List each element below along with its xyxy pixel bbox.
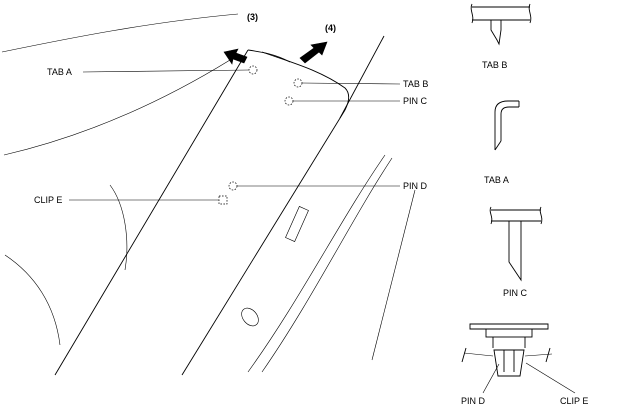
body-panel-edge-2 — [261, 157, 393, 373]
body-panel-edge-3 — [371, 189, 416, 361]
body-panel-right — [524, 353, 553, 357]
trim-hole — [241, 307, 259, 327]
detail-pin-d-clip-e: PIN D CLIP E — [461, 323, 588, 406]
pin-c-profile — [508, 221, 522, 282]
arrow-step-4 — [299, 41, 328, 64]
pin-d-shaft — [503, 350, 515, 372]
callout-clip-e: CLIP E — [34, 195, 62, 205]
detail-clip-e-label: CLIP E — [560, 396, 588, 406]
body-panel-break-left — [461, 347, 467, 363]
arrow-step-3 — [223, 48, 248, 65]
pillar-top-edge — [247, 49, 291, 63]
panel-break-left — [489, 206, 493, 225]
clip-e-marker — [218, 195, 228, 205]
leader-tab-b — [301, 82, 401, 85]
tab-b-marker — [293, 78, 303, 88]
pin-c-marker — [284, 96, 294, 106]
leader-tab-a — [82, 69, 250, 73]
tab-a-marker — [248, 65, 258, 75]
tab-a-tip — [494, 140, 502, 151]
body-panel-left — [463, 352, 494, 357]
roof-curve-upper — [1, 13, 239, 53]
callout-pin-c: PIN C — [403, 96, 428, 106]
clip-neck — [492, 337, 526, 348]
trim-flange — [469, 323, 549, 330]
body-panel-break-right — [545, 347, 551, 363]
callout-tab-a: TAB A — [47, 67, 72, 77]
main-view: (3) (4) TAB A TAB B PIN C PIN D CLIP E — [1, 12, 428, 376]
pin-d-marker — [228, 181, 238, 191]
door-curve — [4, 254, 61, 346]
panel-break-left — [470, 3, 474, 24]
tab-b-profile — [490, 20, 502, 46]
detail-tab-a: TAB A — [484, 100, 520, 185]
tab-a-profile-inner — [500, 106, 519, 141]
panel-break-right — [539, 206, 543, 225]
leader-clip-e-detail — [525, 362, 576, 394]
pillar-right-edge — [181, 109, 346, 376]
pillar-left-edge — [54, 49, 249, 376]
panel-break-right — [528, 3, 532, 24]
roof-curve-lower — [3, 59, 231, 156]
detail-pin-d-label: PIN D — [461, 396, 486, 406]
clip-head — [485, 328, 533, 338]
detail-tab-b-label: TAB B — [482, 60, 507, 70]
step-label: (3) — [247, 12, 258, 22]
callout-pin-d: PIN D — [403, 181, 428, 191]
leader-pin-d-detail — [482, 363, 500, 394]
trim-slot — [285, 206, 309, 242]
detail-tab-a-label: TAB A — [484, 175, 509, 185]
detail-tab-b: TAB B — [470, 3, 532, 70]
inner-curve — [109, 184, 128, 271]
detail-pin-c-label: PIN C — [503, 288, 528, 298]
glass-edge — [339, 35, 385, 119]
callout-tab-b: TAB B — [403, 79, 428, 89]
clip-body — [493, 349, 525, 377]
step-label: (4) — [325, 23, 336, 33]
tab-a-profile-outer — [494, 100, 519, 150]
detail-pin-c: PIN C — [489, 206, 543, 298]
body-panel-edge-1 — [247, 154, 386, 373]
